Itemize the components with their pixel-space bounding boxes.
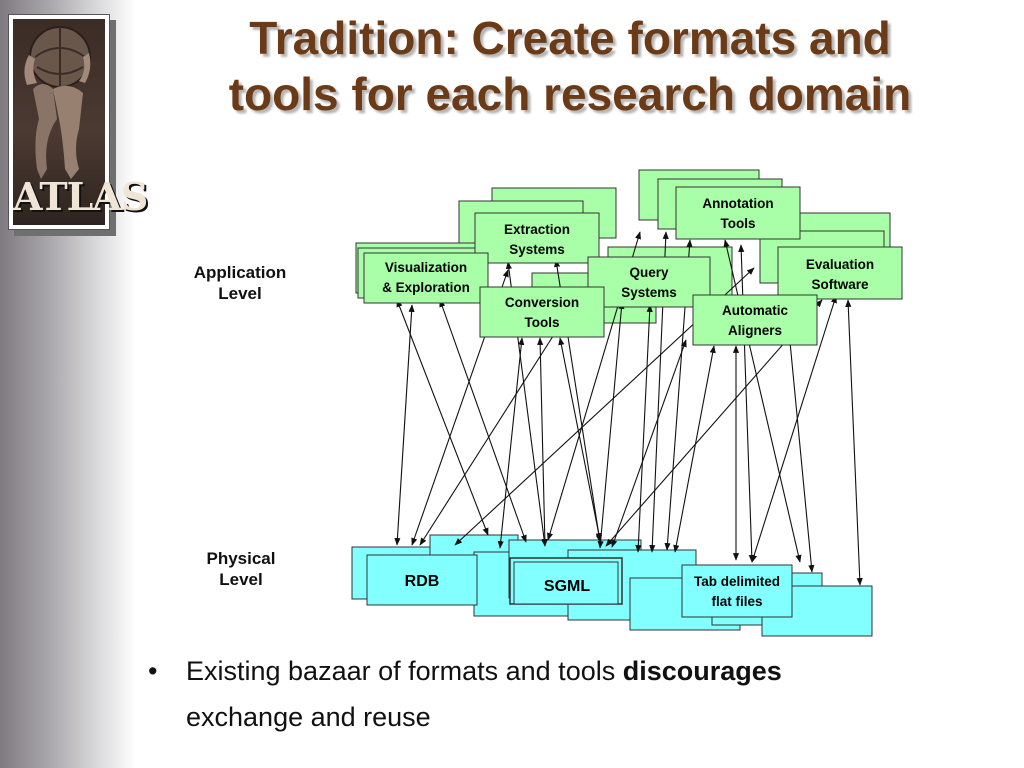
app-tool-annotation-line-1: Annotation bbox=[702, 196, 773, 211]
format-tab-line-1: Tab delimited bbox=[694, 574, 780, 589]
format-tab-line-2: flat files bbox=[711, 594, 762, 609]
physical-level-line-1: Physical bbox=[206, 549, 276, 568]
app-tool-query-line-2: Systems bbox=[621, 285, 677, 300]
application-level-label: Application Level bbox=[178, 262, 302, 304]
application-level-line-2: Level bbox=[218, 284, 262, 303]
app-tool-visualization-line-2: & Exploration bbox=[382, 280, 470, 295]
format-sgml: SGML bbox=[509, 557, 623, 605]
bullet-text-after: exchange and reuse bbox=[186, 702, 431, 732]
app-tool-aligners-line-2: Aligners bbox=[728, 323, 782, 338]
bullet-emphasis: discourages bbox=[622, 656, 782, 686]
bullet-dot-icon: • bbox=[148, 656, 158, 686]
app-tool-evaluation: Evaluation Software bbox=[777, 246, 903, 300]
physical-level-label: Physical Level bbox=[186, 548, 296, 590]
title-line-1: Tradition: Create formats and bbox=[249, 12, 891, 64]
app-tool-extraction: Extraction Systems bbox=[474, 212, 600, 264]
format-rdb: RDB bbox=[366, 554, 478, 606]
app-tool-evaluation-line-2: Software bbox=[811, 277, 869, 292]
app-tool-extraction-line-1: Extraction bbox=[504, 222, 570, 237]
app-tool-aligners: Automatic Aligners bbox=[692, 294, 818, 346]
app-tool-annotation: Annotation Tools bbox=[675, 186, 801, 240]
app-tool-annotation-line-2: Tools bbox=[721, 216, 756, 231]
format-sgml-label: SGML bbox=[544, 578, 590, 595]
bullet-text: Existing bazaar of formats and tools dis… bbox=[186, 648, 986, 740]
app-tool-evaluation-line-1: Evaluation bbox=[806, 257, 874, 272]
slide-title: Tradition: Create formats and tools for … bbox=[140, 10, 1000, 122]
app-tool-conversion-line-1: Conversion bbox=[505, 295, 579, 310]
app-tool-query-line-1: Query bbox=[629, 265, 669, 280]
app-tool-query: Query Systems bbox=[587, 256, 711, 308]
format-tab-delimited: Tab delimited flat files bbox=[681, 564, 793, 618]
atlas-figure-icon bbox=[24, 26, 91, 179]
app-tool-conversion-line-2: Tools bbox=[525, 315, 560, 330]
app-tool-visualization: Visualization & Exploration bbox=[363, 252, 489, 304]
app-tool-conversion: Conversion Tools bbox=[479, 286, 605, 338]
app-tool-visualization-line-1: Visualization bbox=[385, 260, 467, 275]
title-line-2: tools for each research domain bbox=[228, 68, 912, 120]
application-level-line-1: Application bbox=[193, 263, 287, 282]
app-tool-extraction-line-2: Systems bbox=[509, 242, 565, 257]
bullet-text-before: Existing bazaar of formats and tools bbox=[186, 656, 623, 686]
app-tool-aligners-line-1: Automatic bbox=[722, 303, 788, 318]
format-rdb-label: RDB bbox=[405, 573, 440, 590]
physical-level-line-2: Level bbox=[219, 570, 263, 589]
